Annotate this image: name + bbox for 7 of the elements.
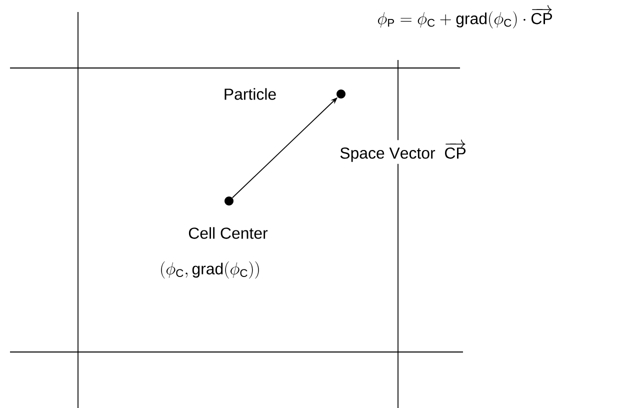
formula: $\phi_{\mathrm{P}} = \phi_{\mathrm{C}} + \mathrm{grad}(\phi_{\mathrm{C}})\cdot\overrightarrow{\mathrm{CP}}$ — [378, 5, 552, 28]
edge-label: $\mathrm{Space\ Vector}\ \ \overrightarrow{\mathrm{CP}}$ — [338, 140, 468, 164]
formula: $(\phi_{\mathrm{C}},\mathrm{grad}(\phi_{\mathrm{C}}))$ — [161, 261, 259, 279]
dot — [336, 90, 346, 98]
point-label: Cell Center — [188, 227, 268, 239]
dot — [224, 196, 234, 206]
point-label: Particle — [224, 88, 276, 100]
